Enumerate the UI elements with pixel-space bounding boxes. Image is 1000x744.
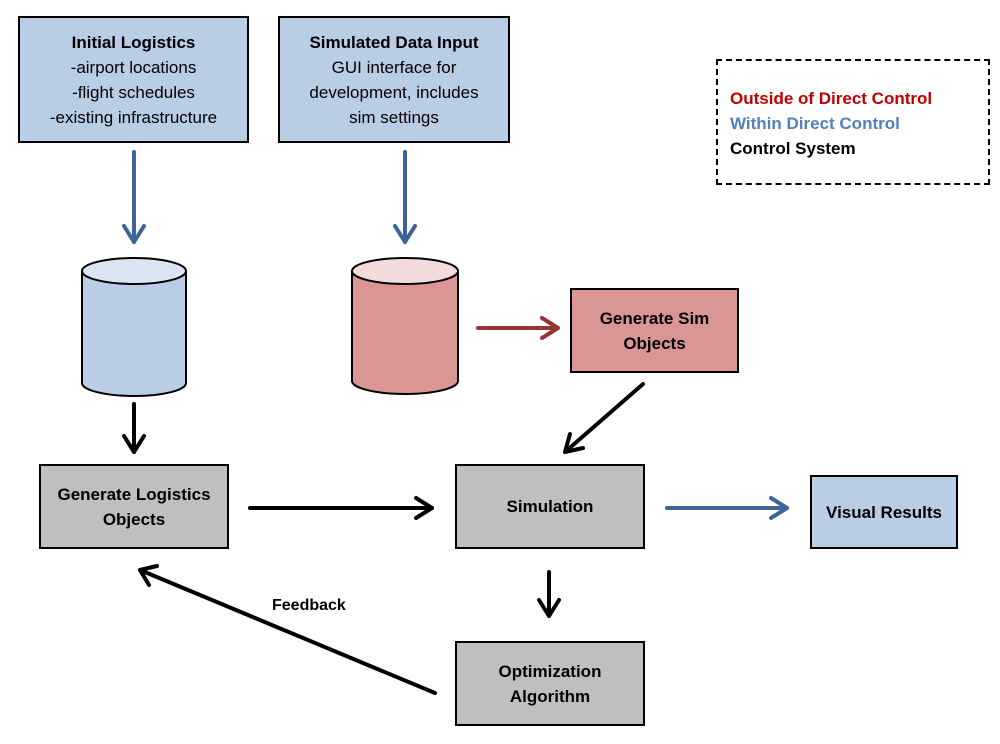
simulated-data-input-line-3: sim settings [349, 107, 439, 127]
simulation-label: Simulation [506, 497, 594, 516]
simulated-data-input-line-2: development, includes [309, 82, 479, 102]
feedback-label: Feedback [272, 597, 346, 614]
initial-logistics-title: Initial Logistics [71, 32, 196, 52]
logistics-database-cylinder [81, 257, 187, 397]
arrow-db-to-generate-logistics [122, 402, 146, 454]
arrow-initial-to-db [122, 150, 146, 244]
optimization-algorithm-box: Optimization Algorithm [455, 641, 645, 726]
simulated-data-input-title: Simulated Data Input [309, 32, 479, 52]
simulated-data-input-line-1: GUI interface for [331, 57, 457, 77]
legend-control-system: Control System [730, 139, 856, 158]
arrow-generate-logistics-to-simulation [248, 496, 434, 520]
initial-logistics-line-schedules: -flight schedules [72, 82, 195, 102]
generate-logistics-objects-box: Generate Logistics Objects [39, 464, 229, 549]
optimization-algorithm-line-2: Algorithm [509, 686, 591, 706]
generate-sim-objects-box: Generate Sim Objects [570, 288, 739, 373]
initial-logistics-line-airports: -airport locations [70, 57, 197, 77]
optimization-algorithm-line-1: Optimization [498, 661, 602, 681]
generate-logistics-objects-line-1: Generate Logistics [57, 484, 211, 504]
initial-logistics-box: Initial Logistics -airport locations -fl… [18, 16, 249, 143]
arrow-simulation-to-optimization [537, 570, 561, 618]
simulation-box: Simulation [455, 464, 645, 549]
visual-results-box: Visual Results [810, 475, 958, 549]
legend-outside-control: Outside of Direct Control [730, 89, 933, 108]
legend-box: Outside of Direct Control Within Direct … [716, 59, 990, 185]
visual-results-label: Visual Results [826, 502, 942, 522]
generate-sim-objects-line-2: Objects [623, 333, 686, 353]
legend-within-control: Within Direct Control [730, 114, 900, 133]
arrow-db-to-generate-sim [476, 316, 560, 340]
feedback-arrow [138, 564, 437, 695]
initial-logistics-line-infrastructure: -existing infrastructure [49, 107, 218, 127]
arrow-simdata-to-db [393, 150, 417, 244]
arrow-generate-sim-to-simulation [563, 382, 645, 454]
sim-database-cylinder [351, 257, 459, 395]
arrow-simulation-to-visual-results [665, 496, 789, 520]
simulated-data-input-box: Simulated Data Input GUI interface for d… [278, 16, 510, 143]
generate-logistics-objects-line-2: Objects [102, 509, 166, 529]
generate-sim-objects-line-1: Generate Sim [599, 308, 710, 328]
